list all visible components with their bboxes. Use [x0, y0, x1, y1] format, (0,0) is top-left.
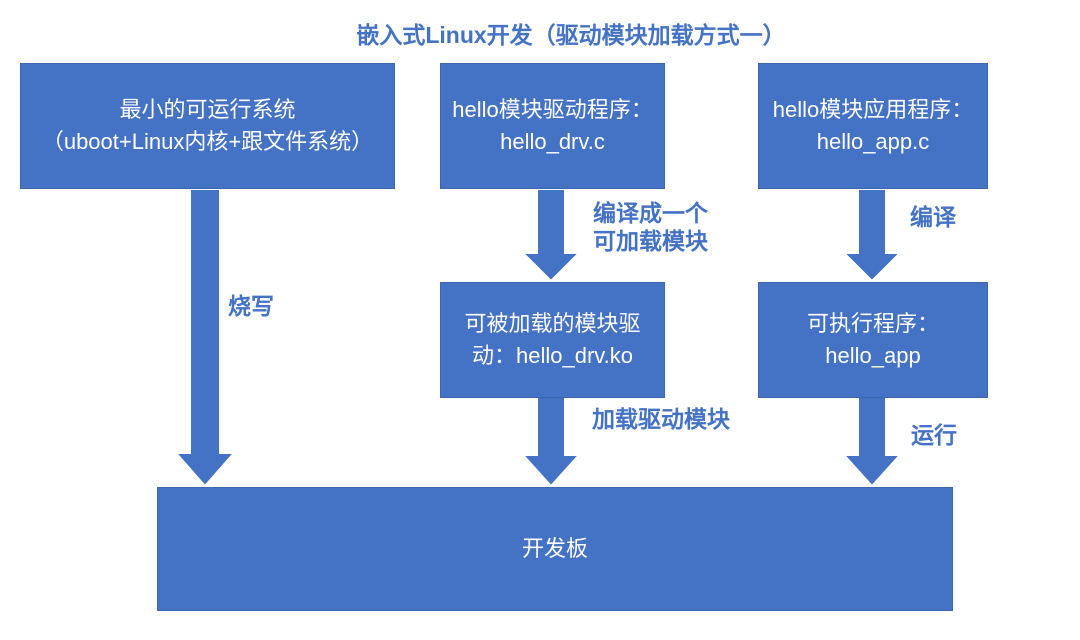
compile-module-label-line1: 编译成一个 — [593, 200, 708, 226]
driver-module-box: 可被加载的模块驱 动：hello_drv.ko — [440, 282, 665, 398]
driver-module-line2: 动：hello_drv.ko — [472, 343, 633, 368]
burn-label: 烧写 — [228, 293, 274, 319]
minimal-system-line2: （uboot+Linux内核+跟文件系统） — [41, 129, 374, 154]
driver-source-line2: hello_drv.c — [500, 129, 605, 154]
app-source-box: hello模块应用程序： hello_app.c — [758, 63, 988, 189]
minimal-system-box: 最小的可运行系统 （uboot+Linux内核+跟文件系统） — [20, 63, 395, 189]
run-label: 运行 — [911, 422, 957, 448]
dev-board-box: 开发板 — [157, 487, 953, 611]
minimal-system-line1: 最小的可运行系统 — [119, 97, 296, 122]
compile-module-label-line2: 可加载模块 — [593, 228, 708, 254]
executable-box: 可执行程序： hello_app — [758, 282, 988, 398]
app-source-line1: hello模块应用程序： — [772, 97, 974, 122]
app-source-line2: hello_app.c — [816, 129, 930, 154]
compile-module-arrow — [520, 188, 582, 283]
diagram-title: 嵌入式Linux开发（驱动模块加载方式一） — [356, 22, 786, 48]
load-module-arrow — [520, 396, 582, 488]
executable-line1: 可执行程序： — [806, 311, 939, 336]
load-module-label: 加载驱动模块 — [592, 406, 730, 432]
driver-module-line1: 可被加载的模块驱 — [464, 311, 641, 336]
compile-arrow — [841, 188, 903, 283]
driver-source-box: hello模块驱动程序： hello_drv.c — [440, 63, 665, 189]
compile-label: 编译 — [910, 204, 956, 230]
burn-arrow — [173, 188, 237, 488]
run-arrow — [841, 396, 903, 488]
executable-line2: hello_app — [825, 343, 921, 368]
driver-source-line1: hello模块驱动程序： — [452, 97, 653, 122]
compile-module-label: 编译成一个 可加载模块 — [593, 199, 708, 255]
dev-board-label: 开发板 — [521, 536, 588, 561]
